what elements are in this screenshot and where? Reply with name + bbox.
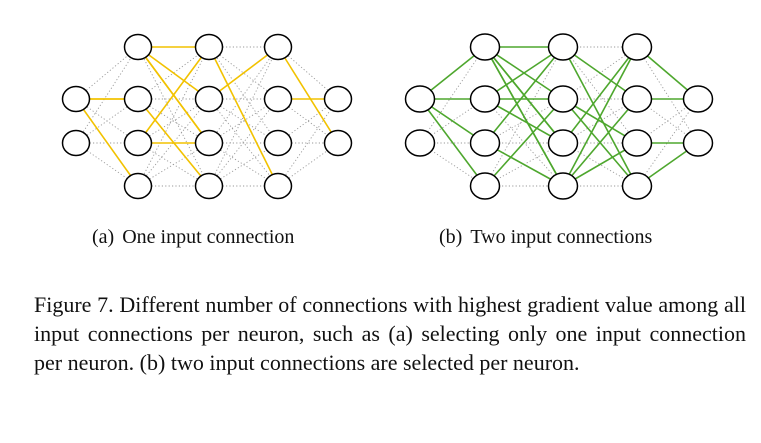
subfigure-b-caption: (b) Two input connections: [439, 226, 652, 249]
neuron-node: [194, 33, 224, 61]
connection-dotted: [636, 98, 699, 187]
neuron-node: [263, 33, 293, 61]
neuron-node: [123, 85, 153, 113]
neuron-node: [621, 129, 653, 157]
neuron-node: [404, 129, 436, 157]
connection-highlighted: [208, 46, 279, 100]
neuron-node: [682, 129, 714, 157]
connection-dotted: [484, 46, 564, 187]
neuron-node: [194, 85, 224, 113]
neuron-node: [621, 172, 653, 200]
connection-dotted: [137, 46, 210, 187]
connection-highlighted: [208, 46, 279, 187]
connection-highlighted: [562, 98, 638, 187]
subfigure-b-label: (b): [439, 226, 463, 248]
neuron-node: [621, 33, 653, 61]
network-diagram-a: [61, 33, 353, 200]
neuron-node: [194, 129, 224, 157]
subfigure-b-text: Two input connections: [470, 226, 653, 248]
connection-dotted: [208, 46, 279, 100]
connection-dotted: [208, 46, 279, 187]
connection-dotted: [277, 98, 339, 187]
neuron-node: [263, 172, 293, 200]
connection-highlighted: [484, 46, 564, 100]
neuron-node: [469, 33, 501, 61]
neuron-node: [547, 172, 579, 200]
neuron-node: [547, 33, 579, 61]
connection-highlighted: [562, 46, 638, 144]
connection-dotted: [137, 46, 210, 100]
neuron-node: [61, 85, 91, 113]
connection-highlighted: [419, 98, 486, 187]
neuron-node: [123, 129, 153, 157]
connection-highlighted: [277, 46, 339, 144]
neuron-node: [61, 129, 91, 157]
connection-highlighted: [484, 46, 564, 144]
neuron-node: [323, 129, 353, 157]
neuron-node: [469, 172, 501, 200]
neuron-node: [323, 85, 353, 113]
connection-dotted: [419, 46, 486, 144]
figure-7-networks: [61, 33, 714, 200]
figure-caption: Figure 7. Different number of connection…: [34, 292, 746, 375]
connection-highlighted: [75, 98, 139, 187]
neuron-node: [682, 85, 714, 113]
connection-dotted: [636, 98, 699, 144]
neuron-node: [547, 85, 579, 113]
neuron-node: [194, 172, 224, 200]
neuron-node: [263, 129, 293, 157]
neuron-node: [123, 33, 153, 61]
connection-dotted: [208, 98, 279, 187]
connection-dotted: [75, 98, 139, 144]
network-diagram-b: [404, 33, 714, 200]
connection-highlighted: [484, 46, 564, 187]
connection-highlighted: [562, 46, 638, 100]
connection-dotted: [137, 46, 210, 187]
connection-highlighted: [562, 46, 638, 187]
connection-highlighted: [137, 46, 210, 100]
connection-dotted: [75, 46, 139, 144]
neuron-node: [469, 85, 501, 113]
neuron-node: [469, 129, 501, 157]
neuron-node: [547, 129, 579, 157]
neuron-node: [621, 85, 653, 113]
connection-highlighted: [484, 98, 564, 187]
neuron-node: [263, 85, 293, 113]
connection-highlighted: [484, 98, 564, 144]
neuron-node: [404, 85, 436, 113]
neuron-node: [123, 172, 153, 200]
subfigure-a-text: One input connection: [122, 226, 295, 248]
connection-highlighted: [137, 46, 210, 144]
subfigure-a-caption: (a) One input connection: [92, 226, 294, 249]
connection-dotted: [75, 142, 139, 187]
subfigure-a-label: (a): [92, 226, 115, 248]
